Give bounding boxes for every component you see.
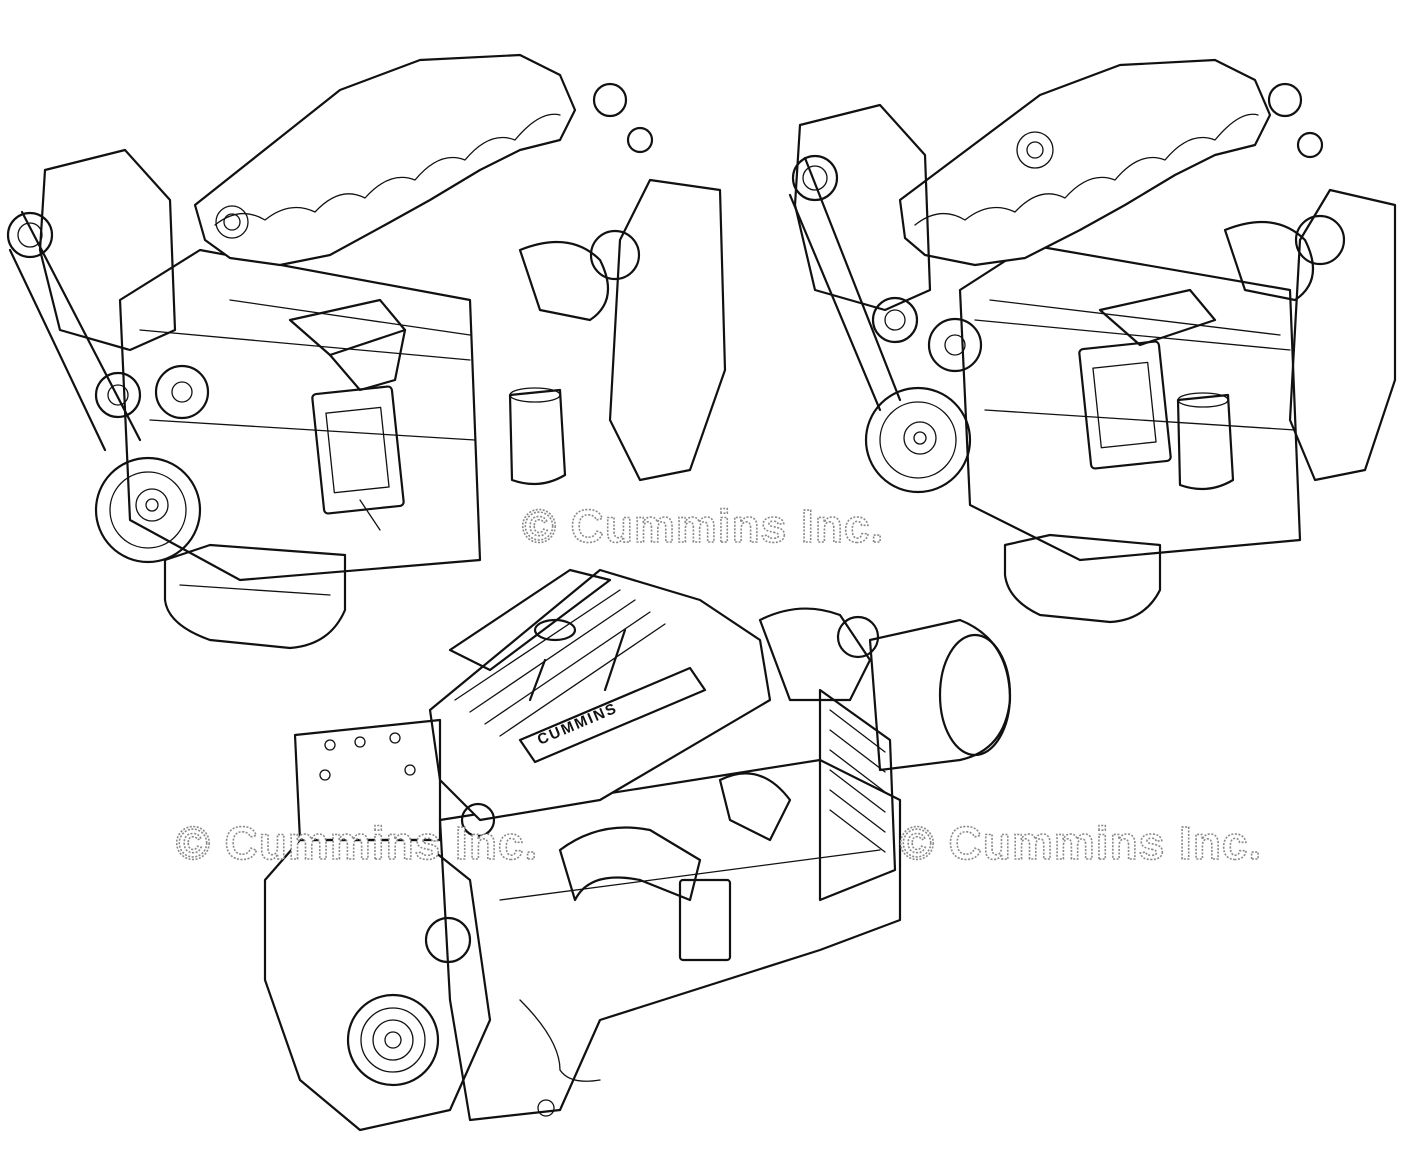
- engine-view-top-left: [6, 53, 727, 650]
- watermark-bottom-left: © Cummins Inc.: [176, 817, 538, 869]
- watermarks: © Cummins Inc. © Cummins Inc. © Cummins …: [175, 499, 1262, 870]
- engine-view-top-right: [788, 58, 1397, 624]
- engine-view-bottom: CUMMINS: [263, 568, 1012, 1132]
- watermark-bottom-right: © Cummins Inc.: [900, 817, 1262, 869]
- watermark-top: © Cummins Inc.: [522, 500, 884, 552]
